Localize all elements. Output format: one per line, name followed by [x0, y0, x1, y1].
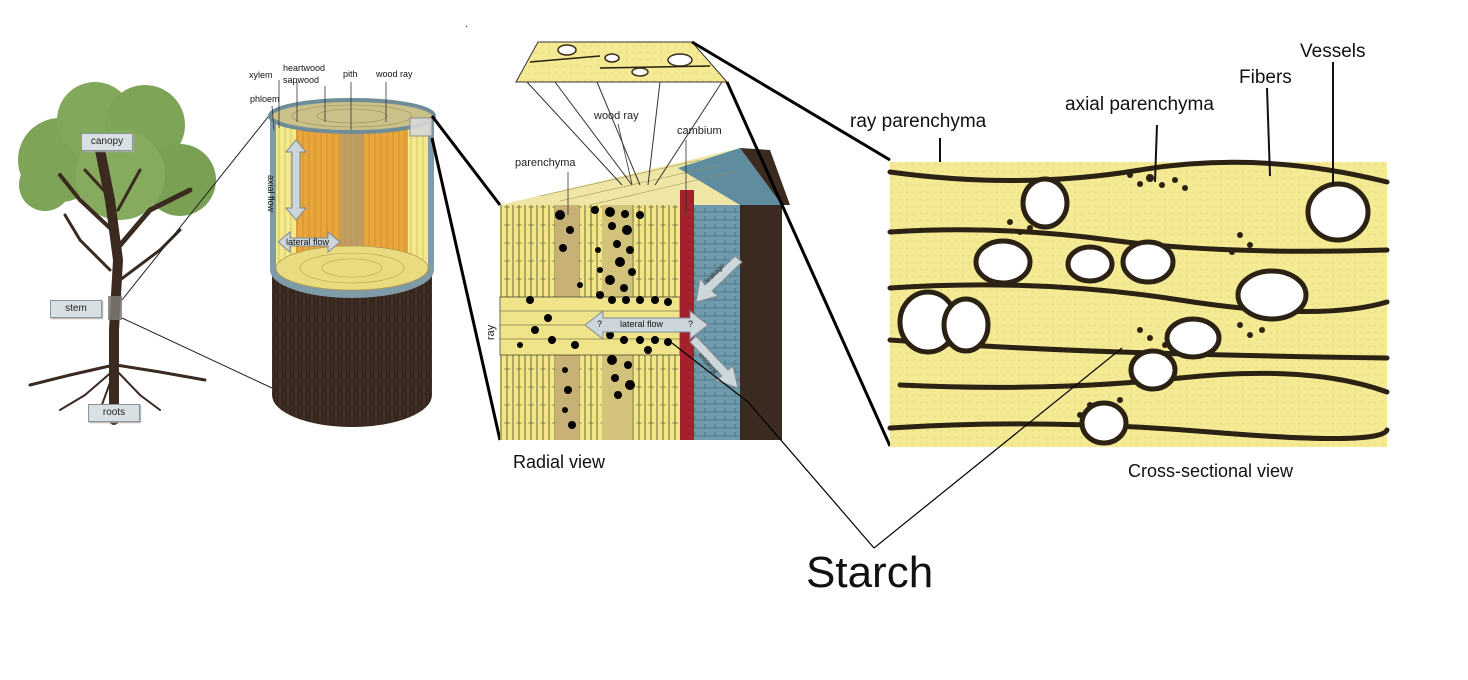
- zoom-line-trunk-top: [430, 115, 502, 206]
- radial-view-caption: Radial view: [513, 452, 606, 472]
- vessel-cells: [897, 176, 1371, 446]
- cross-section-caption: Cross-sectional view: [1128, 461, 1294, 481]
- label-ray-parenchyma: ray parenchyma: [850, 111, 987, 132]
- roots-label: roots: [88, 404, 140, 422]
- label-sapwood: sapwood: [283, 75, 320, 85]
- lateral-flow-arrow-trunk: [277, 230, 341, 254]
- trunk-bottom-face: [275, 245, 429, 291]
- trunk-zoom-box: [409, 117, 433, 137]
- axial-flow-arrow: [284, 139, 308, 221]
- trunk-leader-lines: [271, 80, 387, 131]
- zoom-line-strip-bottom: [725, 81, 892, 447]
- label-question-right: ?: [688, 319, 694, 329]
- radial-view-block: [499, 81, 790, 440]
- label-pith: pith: [343, 69, 358, 79]
- label-lateral-flow-radial: lateral flow: [620, 319, 664, 329]
- label-parenchyma: parenchyma: [515, 157, 576, 169]
- tree-canopy: [18, 82, 216, 220]
- label-heartwood: heartwood: [283, 63, 326, 73]
- cross-section-micrograph: [887, 62, 1390, 447]
- zoom-line-trunk-bottom: [430, 137, 502, 441]
- leakage-arrow: [695, 255, 743, 303]
- trunk-bark: [272, 270, 432, 427]
- label-wood-ray-radial: wood ray: [594, 110, 639, 122]
- label-phloem: phloem: [250, 94, 280, 104]
- label-axial-parenchyma: axial parenchyma: [1065, 94, 1214, 115]
- radial-cambium: [680, 190, 694, 440]
- stem-highlight: [108, 296, 122, 320]
- tree-illustration: [18, 82, 273, 425]
- tree-trunk-and-branches: [28, 145, 207, 425]
- label-vessels: Vessels: [1300, 41, 1366, 62]
- retrieval-arrow: [689, 335, 739, 389]
- label-xylem: xylem: [249, 70, 273, 80]
- label-fibers: Fibers: [1239, 67, 1292, 88]
- canopy-label: canopy: [81, 133, 133, 151]
- radial-to-strip-lines: [526, 81, 723, 186]
- stem-label: stem: [50, 300, 102, 318]
- label-wood-ray-trunk: wood ray: [376, 69, 413, 79]
- label-question-left: ?: [597, 319, 603, 329]
- radial-leader-lines: [567, 123, 687, 215]
- radial-bark: [740, 205, 782, 440]
- label-axial-flow: axial flow: [266, 175, 276, 213]
- zoom-line-stem-bottom: [121, 317, 273, 389]
- label-cambium: cambium: [677, 125, 722, 137]
- cross-leader-lines: [939, 62, 1334, 185]
- label-ray: ray: [485, 324, 497, 340]
- trunk-cylinder: [268, 80, 502, 441]
- starch-pointer-lines: [671, 342, 1123, 549]
- axial-parenchyma-clusters: [1007, 172, 1265, 418]
- label-lateral-flow-trunk: lateral flow: [286, 237, 330, 247]
- zoom-line-strip-top: [691, 40, 891, 162]
- starch-label: Starch: [806, 548, 934, 597]
- micrograph-strip: [515, 40, 892, 447]
- lateral-flow-arrow-radial: [584, 309, 709, 341]
- zoom-line-stem-top: [121, 111, 273, 301]
- radial-starch-grains: [517, 206, 672, 429]
